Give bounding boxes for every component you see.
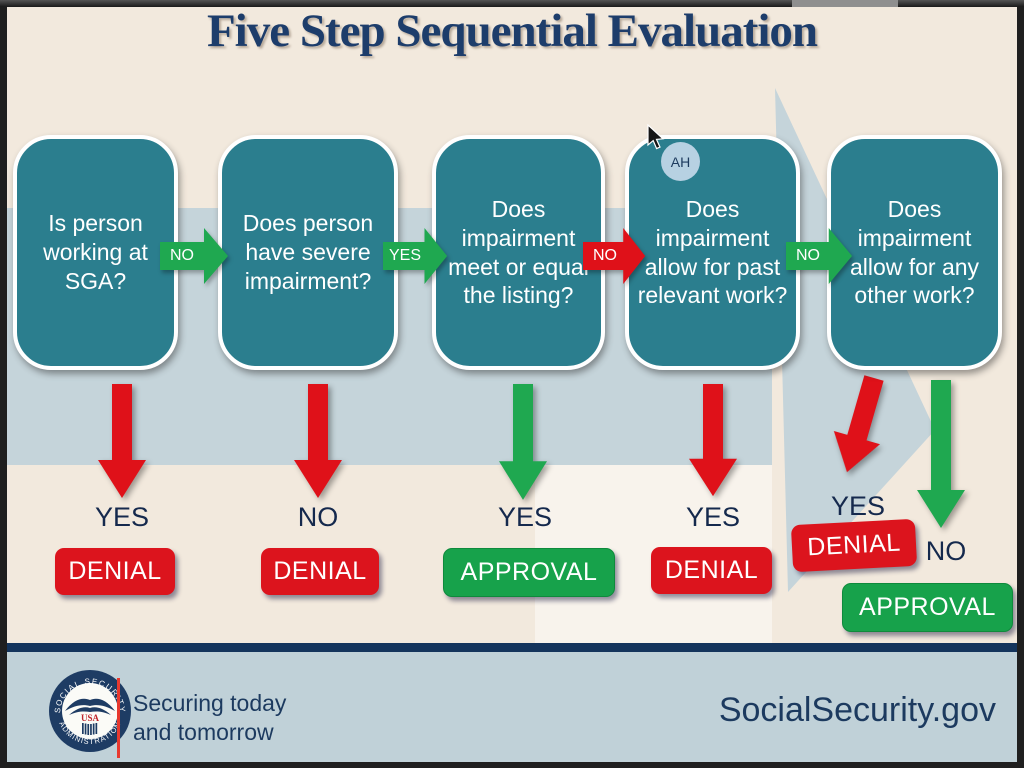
- seal-shield-stripes: [82, 723, 98, 735]
- connector-arrow-1-2[interactable]: NO: [160, 226, 230, 286]
- question-box-step-2[interactable]: Does person have severe impairment?: [218, 135, 398, 370]
- outcome-badge-step-5-denial[interactable]: DENIAL: [790, 518, 918, 573]
- outcome-arrow-step-2[interactable]: [292, 384, 344, 502]
- outcome-label-step-3: YES: [497, 502, 553, 532]
- window-top-edge: [0, 0, 1024, 7]
- footer-tagline-line-2: and tomorrow: [133, 719, 274, 745]
- footer-navy-stripe: [7, 643, 1017, 652]
- seal-text-center: USA: [81, 713, 100, 723]
- outcome-label-step-4: YES: [685, 502, 741, 532]
- outcome-arrow-step-3[interactable]: [497, 384, 549, 504]
- page-title[interactable]: Five Step Sequential Evaluation: [206, 5, 818, 57]
- footer-divider-line: [117, 678, 120, 758]
- connector-label: NO: [170, 247, 194, 264]
- question-text-step-3: Does impairment meet or equal the listin…: [448, 195, 589, 309]
- outcome-arrow-step-5-approval[interactable]: [915, 380, 967, 532]
- question-box-step-1[interactable]: Is person working at SGA?: [13, 135, 178, 370]
- collaborator-initials: AH: [670, 153, 691, 170]
- outcome-arrow-step-4[interactable]: [687, 384, 739, 500]
- outcome-badge-step-3[interactable]: APPROVAL: [443, 548, 615, 597]
- connector-arrow-4-5[interactable]: NO: [786, 226, 854, 286]
- connector-label: NO: [593, 247, 617, 264]
- question-text-step-2: Does person have severe impairment?: [242, 210, 374, 294]
- question-text-step-4: Does impairment allow for past relevant …: [637, 195, 788, 309]
- outcome-label-step-5-denial: YES: [830, 491, 886, 521]
- down-arrow-icon: [98, 384, 146, 498]
- question-box-step-4[interactable]: Does impairment allow for past relevant …: [625, 135, 800, 370]
- question-text-step-5: Does impairment allow for any other work…: [849, 195, 980, 309]
- outcome-badge-step-5-approval[interactable]: APPROVAL: [842, 583, 1013, 632]
- down-arrow-icon: [294, 384, 342, 498]
- question-box-step-3[interactable]: Does impairment meet or equal the listin…: [432, 135, 605, 370]
- collaborator-initials-badge: AH: [661, 142, 700, 181]
- outcome-label-step-1: YES: [94, 502, 150, 532]
- down-arrow-icon: [917, 380, 965, 528]
- down-arrow-icon: [499, 384, 547, 500]
- footer-band: [7, 652, 1017, 762]
- outcome-arrow-step-1[interactable]: [96, 384, 148, 502]
- connector-label: NO: [796, 247, 820, 264]
- connector-arrow-3-4[interactable]: NO: [583, 226, 647, 286]
- connector-arrow-2-3[interactable]: YES: [383, 226, 449, 286]
- footer-tagline-line-1: Securing today: [133, 690, 287, 716]
- outcome-badge-step-1[interactable]: DENIAL: [55, 548, 175, 595]
- outcome-badge-step-4[interactable]: DENIAL: [651, 547, 772, 594]
- question-text-step-1: Is person working at SGA?: [43, 210, 148, 294]
- footer-tagline: Securing today and tomorrow: [133, 689, 393, 747]
- ssa-seal-icon: SOCIAL SECURITY ADMINISTRATION USA: [49, 670, 131, 752]
- outcome-label-step-2: NO: [297, 502, 339, 532]
- collaborator-cursor-icon: [647, 124, 665, 150]
- outcome-badge-step-2[interactable]: DENIAL: [261, 548, 379, 595]
- window-top-edge-notch: [792, 0, 898, 7]
- down-arrow-icon: [689, 384, 737, 497]
- connector-label: YES: [388, 247, 421, 264]
- footer-website: SocialSecurity.gov: [718, 691, 996, 729]
